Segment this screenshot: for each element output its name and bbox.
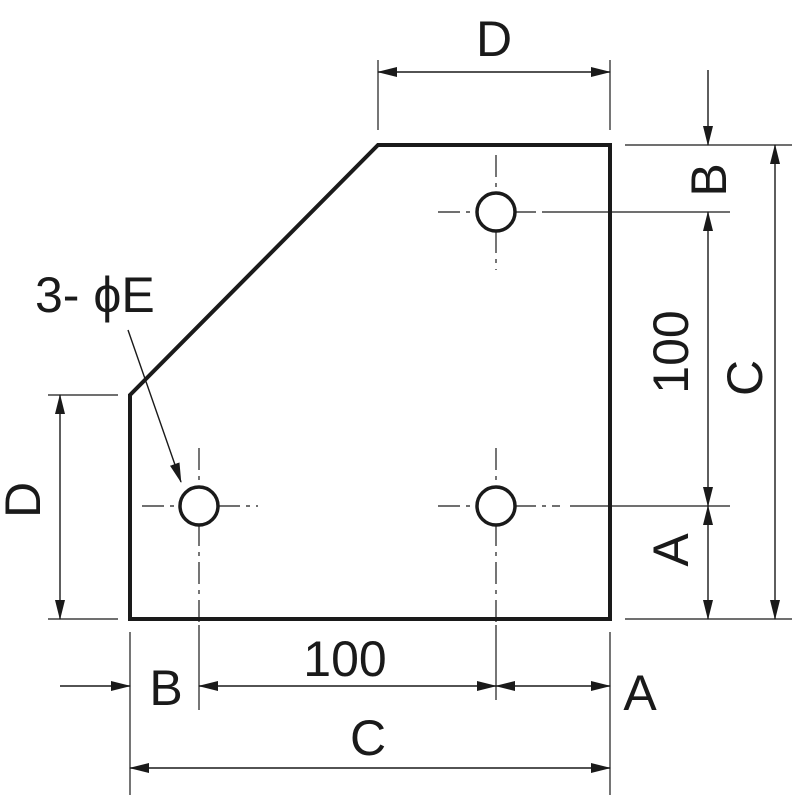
label-right-a: A bbox=[643, 533, 699, 567]
center-lines bbox=[142, 155, 560, 625]
label-left-d: D bbox=[0, 482, 51, 518]
hole-leader bbox=[127, 329, 182, 483]
label-bottom-c: C bbox=[350, 710, 386, 766]
label-top-d: D bbox=[476, 11, 512, 67]
labels: D D B 100 A C B 100 A C 3- ϕE bbox=[0, 11, 773, 766]
label-right-100: 100 bbox=[643, 310, 699, 393]
hole-bottom-right bbox=[475, 485, 517, 527]
plate-outline bbox=[128, 143, 612, 621]
label-bottom-a: A bbox=[623, 665, 657, 721]
label-bottom-b: B bbox=[149, 660, 182, 716]
hole-top-right bbox=[475, 191, 517, 233]
dimension-lines bbox=[55, 67, 780, 773]
label-hole-callout: 3- ϕE bbox=[35, 267, 155, 323]
hole-bottom-left bbox=[178, 485, 220, 527]
label-right-b: B bbox=[681, 163, 737, 196]
label-right-c: C bbox=[717, 360, 773, 396]
label-bottom-100: 100 bbox=[303, 631, 386, 687]
